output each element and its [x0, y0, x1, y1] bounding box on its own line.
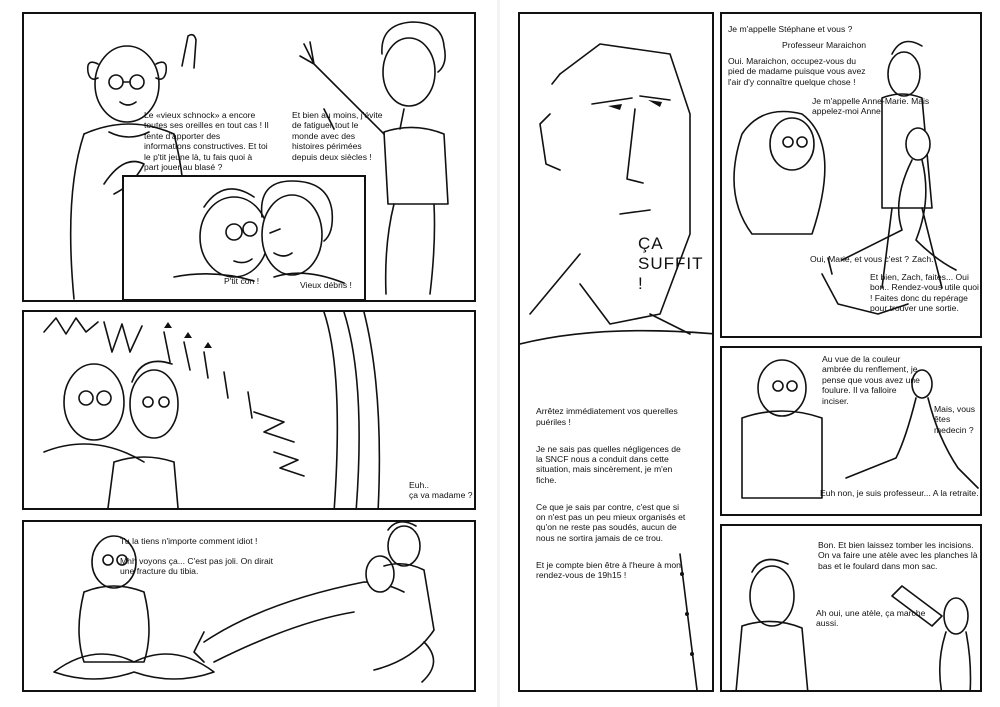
speech-line-1: Arrêtez immédiatement vos querelles puér… — [536, 406, 678, 427]
panel-foulure-art — [741, 359, 979, 499]
panel-injury: Euh.. ça va madame ? Tu la tiens n'impor… — [22, 520, 476, 692]
insult-ptit-con: P'tit con ! — [224, 276, 260, 286]
old-man-speech: Le «vieux schnock» a encore toutes ses o… — [144, 110, 269, 173]
panel-ca-suffit: ÇA SUFFIT ! Arrêtez immédiatement vos qu… — [518, 12, 714, 692]
panel-foulure: Au vue de la couleur ambrée du renflemen… — [720, 346, 982, 516]
panel-argument-art — [69, 21, 449, 300]
panel-scream-art — [43, 312, 381, 508]
atele-plan: Bon. Et bien laissez tomber les incision… — [818, 540, 978, 571]
speech-idiot: Tu la tiens n'importe comment idiot ! — [120, 536, 258, 546]
right-page: ÇA SUFFIT ! Arrêtez immédiatement vos qu… — [500, 0, 1000, 707]
panel-introductions: Je m'appelle Stéphane et vous ? Professe… — [720, 12, 982, 338]
foulure-question: Mais, vous êtes medecin ? — [934, 404, 976, 435]
young-man-speech: Et bien au moins, j'évite de fatiguer to… — [292, 110, 383, 162]
intro-repérage: Et bien, Zach, faites... Oui bon.. Rende… — [870, 272, 979, 314]
panel-introductions-art — [733, 40, 957, 315]
speech-line-4: Et je compte bien être à l'heure à mon r… — [536, 559, 681, 581]
panel-atele: Bon. Et bien laissez tomber les incision… — [720, 524, 982, 692]
intro-anne-marie: Je m'appelle Anne-Marie. Mais appelez-mo… — [812, 96, 930, 117]
panel-atele-art — [735, 558, 972, 690]
young-man-euh-bubble: Euh.. ça va madame ? — [409, 480, 473, 501]
intro-professeur: Professeur Maraichon — [782, 40, 867, 50]
intro-zach: Zach. — [912, 254, 934, 264]
intro-stephane: Je m'appelle Stéphane et vous ? — [728, 24, 853, 34]
panel-insults: P'tit con ! Vieux débris ! — [122, 175, 366, 301]
intro-marie-question: Oui, Marie, et vous c'est ? — [810, 254, 910, 264]
foulure-answer: Euh non, je suis professeur... A la retr… — [820, 488, 979, 498]
panel-insults-art — [173, 180, 345, 284]
intro-maraichon: Oui. Maraichon, occupez-vous du pied de … — [728, 56, 866, 87]
left-page: Le «vieux schnock» a encore toutes ses o… — [22, 12, 476, 692]
insult-vieux-debris: Vieux débris ! — [300, 280, 352, 290]
shout-ca-suffit: ÇA SUFFIT ! — [638, 234, 704, 293]
panel-ca-suffit-art — [520, 43, 712, 690]
speech-tibia: Mhh voyons ça... C'est pas joli. On dira… — [120, 556, 274, 577]
speech-quarrels: Arrêtez immédiatement vos querelles puér… — [536, 396, 686, 597]
foulure-diagnosis: Au vue de la couleur ambrée du renflemen… — [822, 354, 920, 406]
speech-line-2: Je ne sais pas quelles négligences de la… — [536, 443, 681, 485]
speech-line-3: Ce que je sais par contre, c'est que si … — [536, 501, 686, 543]
panel-injury-art — [53, 522, 435, 683]
atele-reply: Ah oui, une atèle, ça marche aussi. — [816, 608, 926, 629]
panel-scream — [22, 310, 476, 510]
